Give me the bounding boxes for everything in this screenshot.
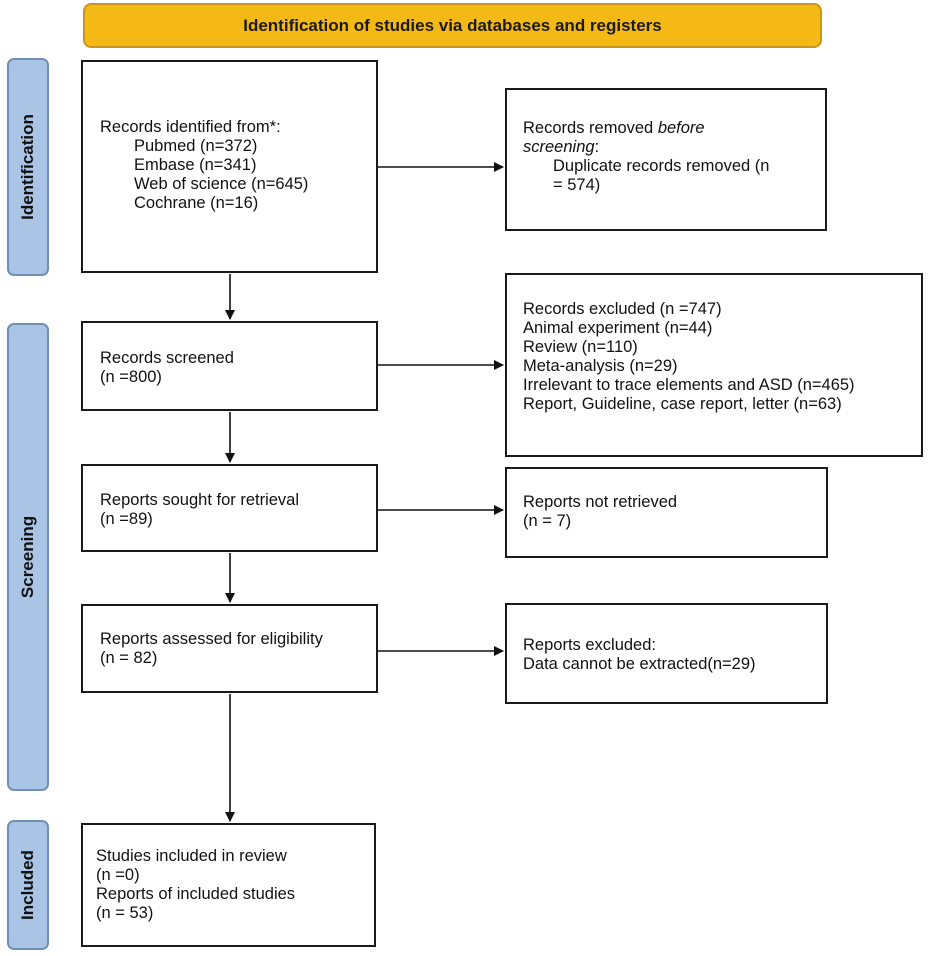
records-identified-heading: Records identified from*: xyxy=(100,118,281,136)
excluded-line: Irrelevant to trace elements and ASD (n=… xyxy=(523,376,855,394)
phase-screening: Screening xyxy=(7,323,49,791)
excluded-line: Records excluded (n =747) xyxy=(523,300,722,318)
included-line: Reports of included studies xyxy=(96,885,296,903)
reports-excluded-box: Reports excluded: Data cannot be extract… xyxy=(505,603,828,704)
source-item: Web of science (n=645) xyxy=(134,175,309,193)
duplicate-removed-count: = 574) xyxy=(553,176,601,194)
source-item: Cochrane (n=16) xyxy=(134,194,259,212)
reports-excluded-reason: Data cannot be extracted(n=29) xyxy=(523,655,756,673)
excluded-line: Meta-analysis (n=29) xyxy=(523,357,678,375)
records-identified-box: Records identified from*: Pubmed (n=372)… xyxy=(81,60,378,273)
included-box: Studies included in review (n =0) Report… xyxy=(81,823,376,947)
reports-not-retrieved-label: Reports not retrieved xyxy=(523,493,678,511)
records-removed-italic: before xyxy=(657,119,705,137)
reports-assessed-label: Reports assessed for eligibility xyxy=(100,630,323,648)
reports-not-retrieved-box: Reports not retrieved (n = 7) xyxy=(505,467,828,558)
included-line: (n = 53) xyxy=(96,904,154,922)
records-screened-label: Records screened xyxy=(100,349,234,367)
reports-sought-box: Reports sought for retrieval (n =89) xyxy=(81,464,378,552)
records-screened-box: Records screened (n =800) xyxy=(81,321,378,411)
excluded-line: Animal experiment (n=44) xyxy=(523,319,713,337)
records-removed-heading-2: screening: xyxy=(523,138,825,157)
reports-assessed-box: Reports assessed for eligibility (n = 82… xyxy=(81,604,378,693)
reports-sought-label: Reports sought for retrieval xyxy=(100,491,300,509)
excluded-line: Report, Guideline, case report, letter (… xyxy=(523,395,842,413)
source-item: Pubmed (n=372) xyxy=(134,137,258,155)
reports-sought-count: (n =89) xyxy=(100,510,153,528)
included-line: Studies included in review xyxy=(96,847,287,865)
records-removed-italic-2: screening xyxy=(523,138,595,156)
records-removed-box: Records removed before screening: Duplic… xyxy=(505,88,827,231)
reports-assessed-count: (n = 82) xyxy=(100,649,158,667)
records-removed-prefix: Records removed xyxy=(523,119,658,137)
records-removed-heading: Records removed before xyxy=(523,119,825,138)
source-item: Embase (n=341) xyxy=(134,156,257,174)
phase-included: Included xyxy=(7,820,49,950)
included-line: (n =0) xyxy=(96,866,140,884)
reports-not-retrieved-count: (n = 7) xyxy=(523,512,572,530)
phase-identification: Identification xyxy=(7,58,49,276)
records-excluded-box: Records excluded (n =747) Animal experim… xyxy=(505,273,923,457)
reports-excluded-label: Reports excluded: xyxy=(523,636,656,654)
records-screened-count: (n =800) xyxy=(100,368,162,386)
duplicate-removed-line: Duplicate records removed (n xyxy=(553,157,770,175)
banner-title: Identification of studies via databases … xyxy=(83,3,822,48)
excluded-line: Review (n=110) xyxy=(523,338,638,356)
records-removed-suffix: : xyxy=(594,138,600,156)
